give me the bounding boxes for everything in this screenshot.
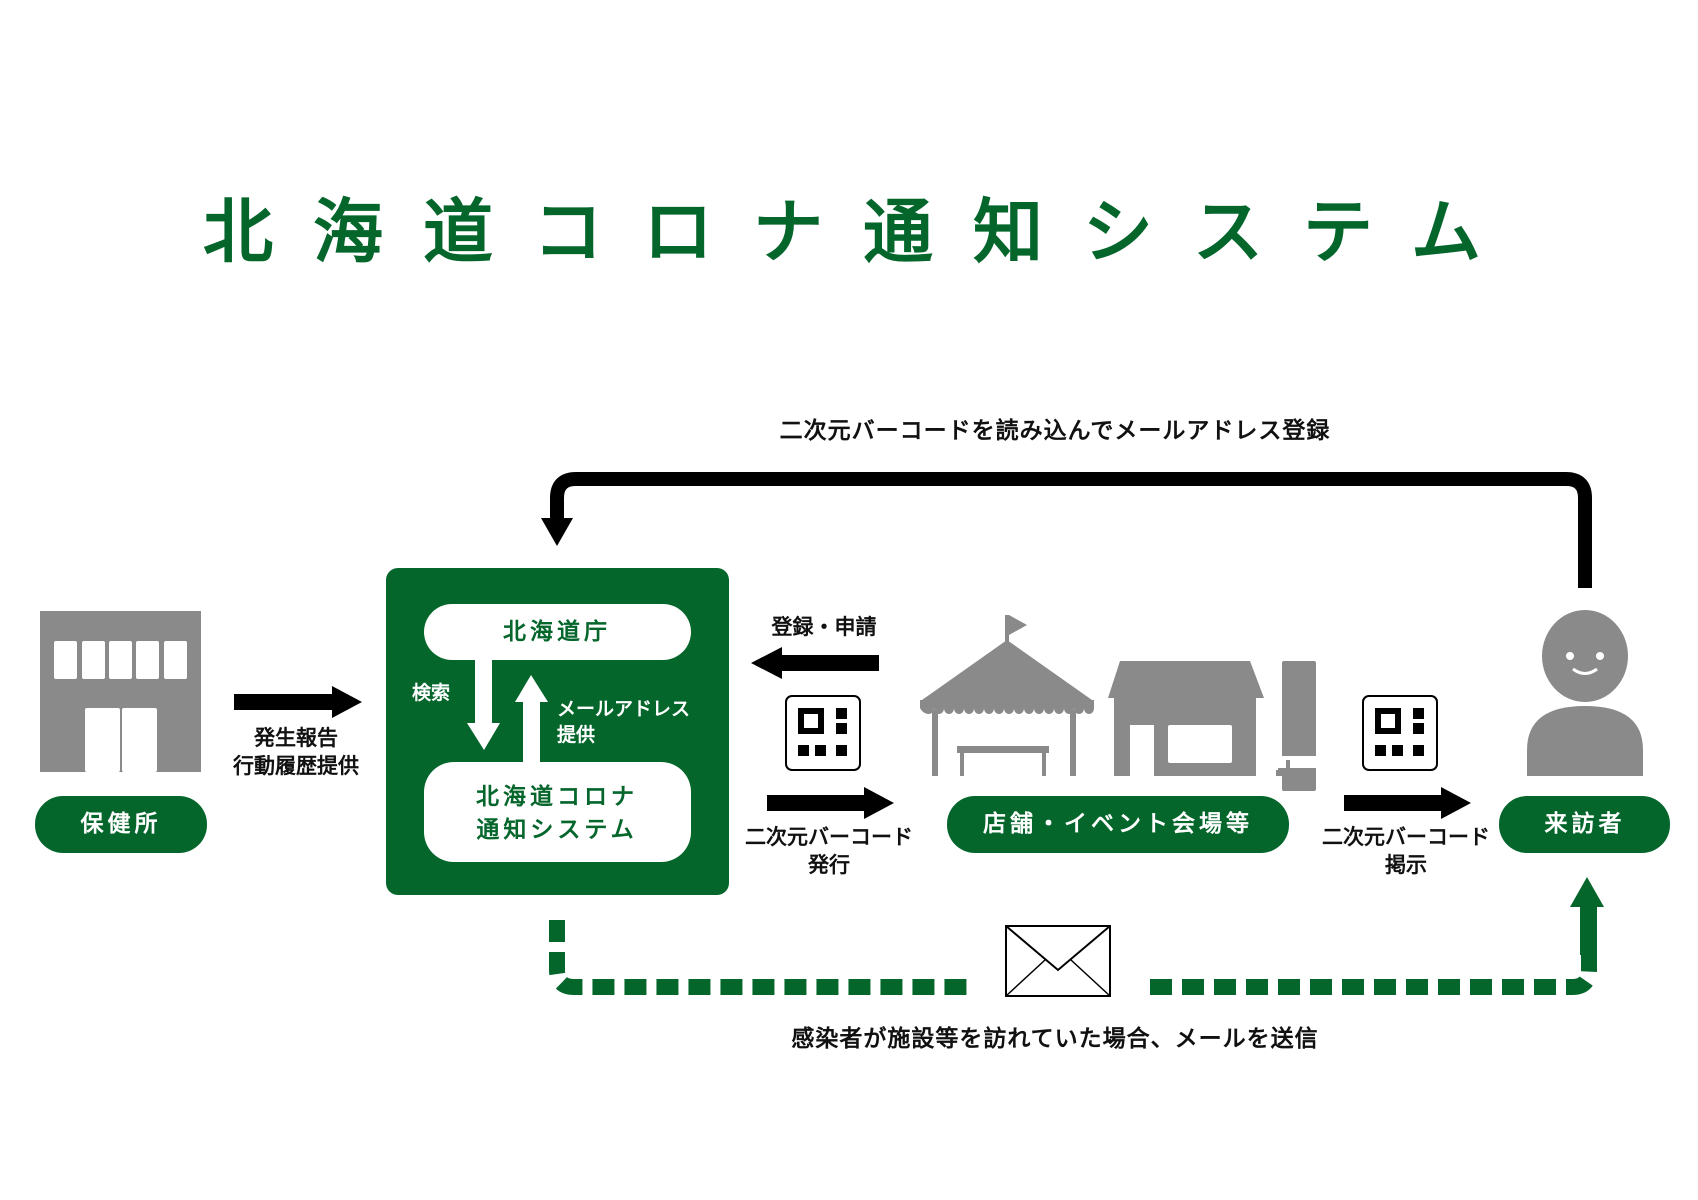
visitor-pill [1499, 796, 1670, 853]
report-arrow [234, 686, 362, 718]
issue-label-line2: 発行 [808, 852, 850, 877]
qr-code-icon [1362, 695, 1438, 771]
venue-pill [947, 796, 1289, 853]
mail-label: 感染者が施設等を訪れていた場合、メールを送信 [791, 1025, 1319, 1052]
page-title: 北海道コロナ通知システム [203, 190, 1521, 273]
person-icon [1527, 610, 1643, 776]
visitor-label: 来訪者 [1544, 810, 1626, 837]
loop-label: 二次元バーコードを読み込んでメールアドレス登録 [779, 417, 1331, 444]
email-up-arrow [515, 675, 548, 764]
notification-system-pill [424, 762, 691, 862]
event-tent-icon [920, 615, 1094, 776]
shop-icon [1108, 661, 1322, 791]
issue-label-line1: 二次元バーコード [745, 824, 913, 849]
report-label: 発生報告 [254, 725, 338, 750]
qr-code-icon [785, 695, 861, 771]
health-center-label: 保健所 [80, 810, 162, 837]
envelope-icon [1005, 925, 1111, 997]
health-center-pill [35, 796, 207, 853]
system-label-line1: 北海道コロナ [476, 783, 638, 810]
display-label-line2: 掲示 [1385, 852, 1427, 877]
email-label-line2: 提供 [557, 724, 596, 747]
register-label: 登録・申請 [771, 614, 877, 639]
building-icon [40, 611, 201, 772]
issue-arrow [767, 787, 894, 819]
email-label-line1: メールアドレス [557, 698, 691, 721]
search-label: 検索 [412, 682, 451, 705]
prefecture-label: 北海道庁 [503, 618, 611, 645]
display-arrow [1344, 787, 1471, 819]
display-label-line1: 二次元バーコード [1322, 824, 1490, 849]
system-label-line2: 通知システム [476, 816, 638, 843]
history-label: 行動履歴提供 [233, 753, 359, 778]
venue-label: 店舗・イベント会場等 [983, 810, 1253, 837]
register-arrow [751, 647, 879, 679]
prefecture-pill [424, 604, 691, 660]
mail-dashed-arrow [549, 877, 1604, 995]
search-down-arrow [467, 658, 500, 750]
registration-loop-arrow [541, 472, 1592, 588]
